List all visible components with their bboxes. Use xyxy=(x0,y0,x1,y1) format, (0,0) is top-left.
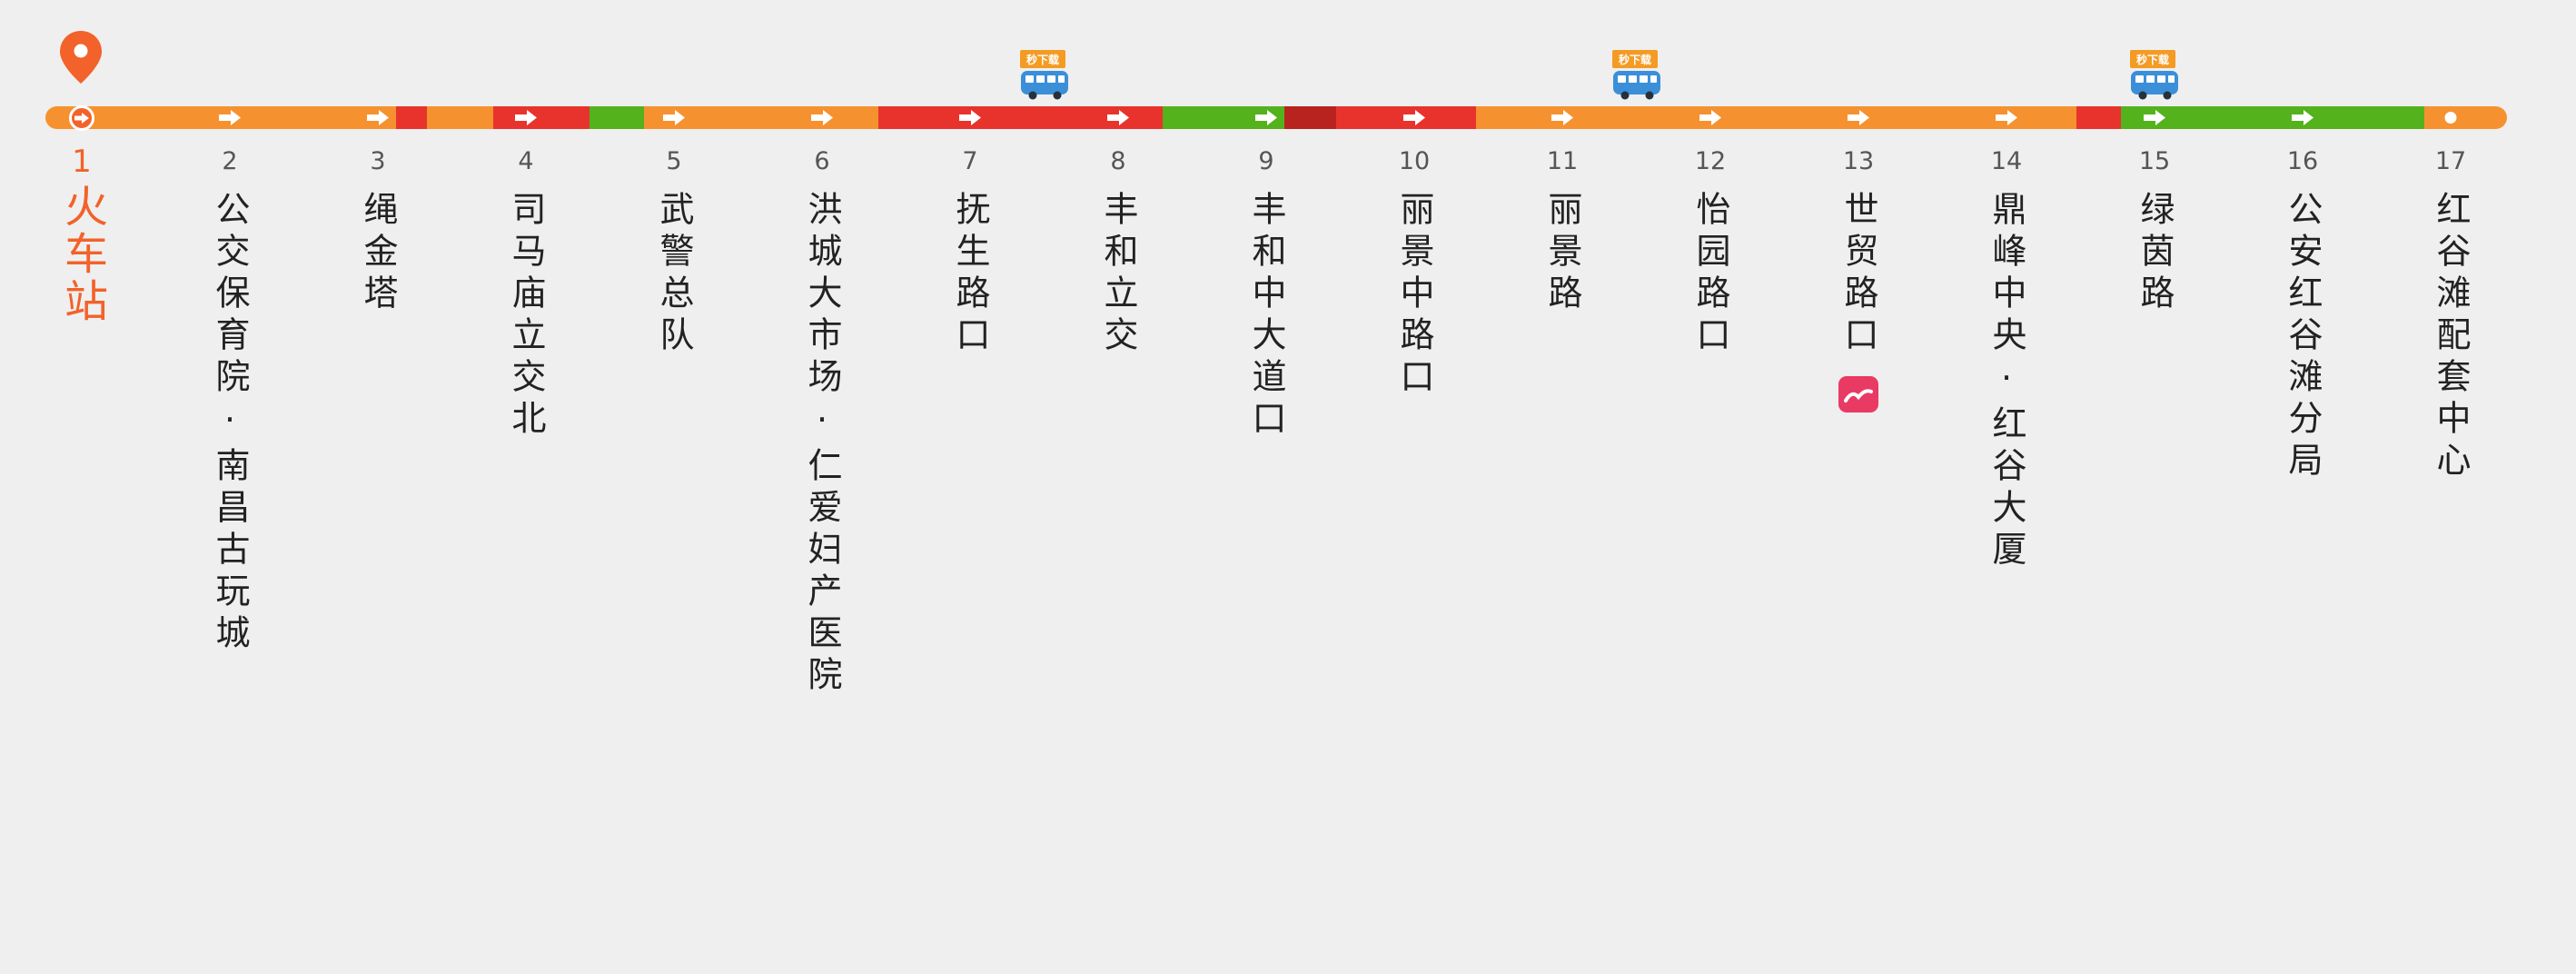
stop-number: 3 xyxy=(370,147,386,175)
bus-icon[interactable]: 秒下载 xyxy=(1018,49,1071,102)
stop-item[interactable]: 14 鼎峰中央·红谷大厦 xyxy=(1979,145,2034,572)
traffic-segment-normal xyxy=(2423,106,2495,129)
stop-number: 17 xyxy=(2434,147,2467,175)
stop-name: 鼎峰中央·红谷大厦 xyxy=(1986,191,2026,572)
stop-number: 10 xyxy=(1398,147,1431,175)
bus-icon[interactable]: 秒下载 xyxy=(2128,49,2181,102)
traffic-segment-congested xyxy=(493,106,590,129)
arrow-right-icon xyxy=(1848,110,1869,125)
traffic-segment-smooth xyxy=(590,106,645,129)
arrow-right-icon xyxy=(1107,110,1129,125)
stop-name: 公交保育院·南昌古玩城 xyxy=(210,191,250,656)
terminal-stop-dot xyxy=(2444,112,2457,124)
stop-name: 火车站 xyxy=(56,184,107,325)
stop-number: 12 xyxy=(1694,147,1727,175)
arrow-right-icon xyxy=(219,110,241,125)
stop-item[interactable]: 12 怡园路口 xyxy=(1683,145,1738,358)
stop-name: 绳金塔 xyxy=(358,191,398,316)
arrow-right-icon xyxy=(1551,110,1573,125)
arrow-right-icon xyxy=(811,110,833,125)
arrow-right-icon xyxy=(1996,110,2017,125)
stop-name: 怡园路口 xyxy=(1690,191,1730,358)
stop-name: 司马庙立交北 xyxy=(506,191,546,442)
stop-item[interactable]: 6 洪城大市场·仁爱妇产医院 xyxy=(795,145,849,698)
stop-item[interactable]: 13 世贸路口 xyxy=(1831,145,1886,412)
stop-number: 5 xyxy=(666,147,682,175)
stop-number: 16 xyxy=(2286,147,2319,175)
stop-item[interactable]: 11 丽景路 xyxy=(1535,145,1590,316)
stop-number: 1 xyxy=(72,144,92,180)
stop-item[interactable]: 5 武警总队 xyxy=(647,145,701,358)
arrow-right-icon xyxy=(2292,110,2313,125)
stop-item[interactable]: 1 火车站 xyxy=(54,145,109,325)
traffic-segment-normal xyxy=(426,106,494,129)
traffic-segment-normal xyxy=(1476,106,2076,129)
stop-item[interactable]: 15 绿茵路 xyxy=(2127,145,2182,316)
stop-number: 2 xyxy=(222,147,238,175)
stop-name: 丽景路 xyxy=(1542,191,1582,316)
arrow-right-icon xyxy=(959,110,981,125)
traffic-segment-severe xyxy=(1283,106,1336,129)
route-line xyxy=(45,106,2507,129)
stop-item[interactable]: 4 司马庙立交北 xyxy=(499,145,553,442)
traffic-segment-smooth xyxy=(2120,106,2424,129)
stop-item[interactable]: 2 公交保育院·南昌古玩城 xyxy=(203,145,257,656)
current-stop-marker xyxy=(69,105,94,131)
stop-number: 8 xyxy=(1110,147,1126,175)
arrow-right-icon xyxy=(1403,110,1425,125)
stop-item[interactable]: 8 丰和立交 xyxy=(1091,145,1145,358)
bus-flag-label: 秒下载 xyxy=(2136,53,2169,66)
stop-name: 洪城大市场·仁爱妇产医院 xyxy=(802,191,842,698)
stop-item[interactable]: 16 公安红谷滩分局 xyxy=(2275,145,2330,483)
bus-flag-label: 秒下载 xyxy=(1025,53,1058,66)
location-pin-icon xyxy=(60,31,102,84)
traffic-segment-congested xyxy=(2076,106,2121,129)
stop-name: 丰和中大道口 xyxy=(1246,191,1286,442)
arrow-right-icon xyxy=(2144,110,2165,125)
stop-number: 9 xyxy=(1258,147,1274,175)
arrow-right-icon xyxy=(663,110,685,125)
stop-name: 公安红谷滩分局 xyxy=(2283,191,2323,483)
arrow-right-icon xyxy=(1699,110,1721,125)
traffic-segment-congested xyxy=(395,106,427,129)
stop-name: 绿茵路 xyxy=(2135,191,2175,316)
metro-transfer-icon xyxy=(1838,376,1878,412)
stop-number: 15 xyxy=(2138,147,2171,175)
stop-number: 11 xyxy=(1546,147,1579,175)
stop-number: 13 xyxy=(1842,147,1875,175)
bus-flag-label: 秒下载 xyxy=(1618,53,1650,66)
stop-name: 红谷滩配套中心 xyxy=(2431,191,2471,483)
arrow-right-icon xyxy=(74,113,89,124)
stop-number: 7 xyxy=(962,147,978,175)
stop-number: 14 xyxy=(1990,147,2023,175)
stop-number: 6 xyxy=(814,147,830,175)
stop-item[interactable]: 10 丽景中路口 xyxy=(1387,145,1442,400)
stop-item[interactable]: 7 抚生路口 xyxy=(943,145,997,358)
stop-name: 抚生路口 xyxy=(950,191,990,358)
stop-item[interactable]: 17 红谷滩配套中心 xyxy=(2423,145,2478,483)
stop-name: 丽景中路口 xyxy=(1394,191,1434,400)
stop-item[interactable]: 3 绳金塔 xyxy=(351,145,405,316)
stop-number: 4 xyxy=(518,147,534,175)
stop-name: 丰和立交 xyxy=(1098,191,1138,358)
arrow-right-icon xyxy=(367,110,389,125)
arrow-right-icon xyxy=(1255,110,1277,125)
bus-icon[interactable]: 秒下载 xyxy=(1610,49,1663,102)
stop-item[interactable]: 9 丰和中大道口 xyxy=(1239,145,1293,442)
stop-name: 世贸路口 xyxy=(1838,191,1878,358)
stop-name: 武警总队 xyxy=(654,191,694,358)
arrow-right-icon xyxy=(515,110,537,125)
